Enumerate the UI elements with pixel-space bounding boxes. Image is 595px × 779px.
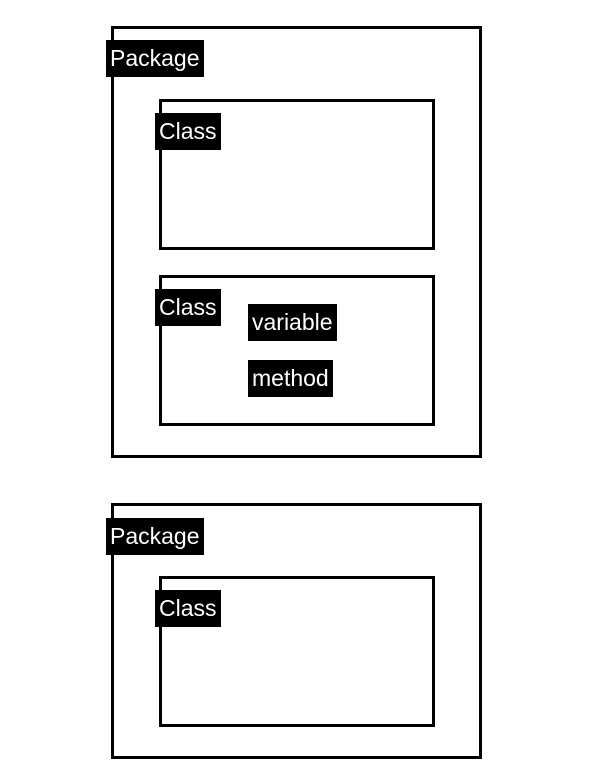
- class-label: Class: [155, 590, 221, 627]
- package-label: Package: [106, 40, 204, 77]
- package-label: Package: [106, 518, 204, 555]
- class-label: Class: [155, 113, 221, 150]
- method-label: method: [248, 360, 333, 397]
- variable-label: variable: [248, 304, 337, 341]
- class-label: Class: [155, 289, 221, 326]
